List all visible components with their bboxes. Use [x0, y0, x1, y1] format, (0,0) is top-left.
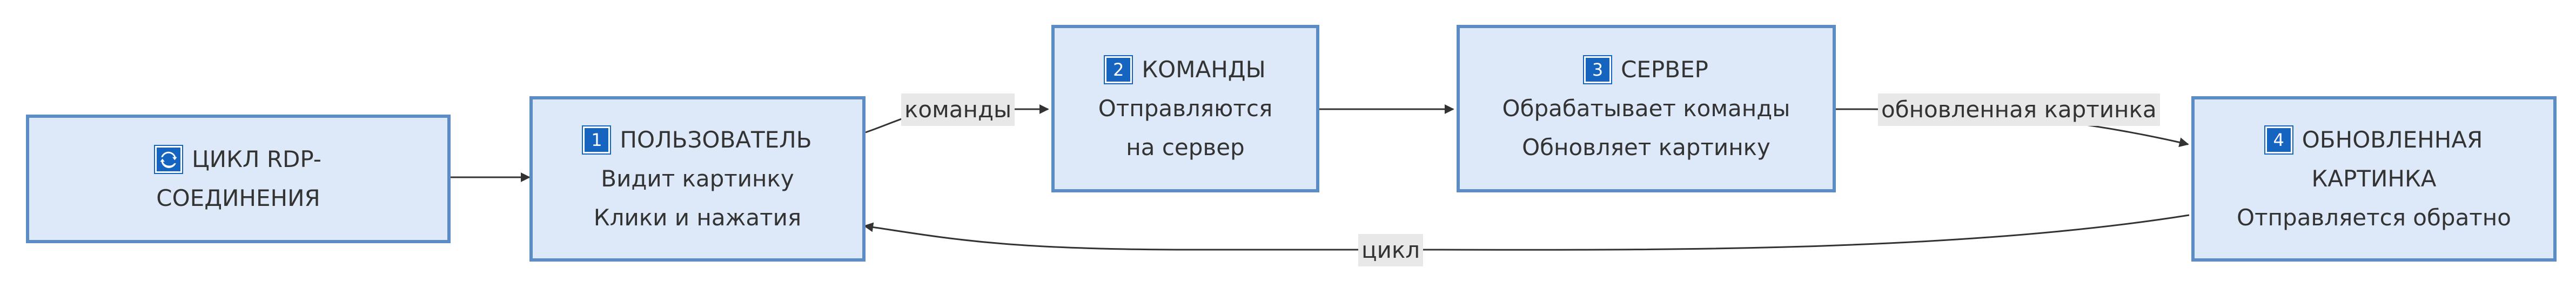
edge-picture-to-user [863, 214, 2190, 251]
cycle-arrows-icon [154, 145, 184, 174]
edge-label-updated-picture: обновленная картинка [1878, 93, 2160, 126]
edge-label-cycle: цикл [1358, 234, 1424, 266]
node-updated-picture-line1: Отправляется обратно [2237, 204, 2511, 231]
node-server-line1: Обрабатывает команды [1502, 95, 1790, 122]
node-server-title: 3 СЕРВЕР [1583, 50, 1708, 89]
number-badge-4: 4 [2264, 125, 2293, 155]
node-user-line2: Клики и нажатия [593, 204, 802, 231]
node-commands-line2: на сервер [1126, 134, 1245, 161]
node-user-title: 1 ПОЛЬЗОВАТЕЛЬ [582, 121, 812, 159]
number-badge-3: 3 [1583, 55, 1613, 84]
edge-label-commands: команды [901, 93, 1015, 126]
node-updated-picture: 4 ОБНОВЛЕННАЯ КАРТИНКА Отправляется обра… [2191, 96, 2557, 262]
node-user-title-text: ПОЛЬЗОВАТЕЛЬ [620, 126, 812, 153]
node-user: 1 ПОЛЬЗОВАТЕЛЬ Видит картинку Клики и на… [529, 96, 866, 262]
node-commands-title: 2 КОМАНДЫ [1104, 50, 1266, 89]
node-server-title-text: СЕРВЕР [1621, 56, 1708, 83]
node-server: 3 СЕРВЕР Обрабатывает команды Обновляет … [1457, 25, 1836, 192]
node-rdp-cycle-title-line1: ЦИКЛ RDP- [192, 146, 321, 172]
node-rdp-cycle-title: ЦИКЛ RDP- [154, 140, 321, 179]
node-updated-picture-title-line2: КАРТИНКА [2311, 165, 2437, 192]
node-commands: 2 КОМАНДЫ Отправляются на сервер [1051, 25, 1319, 192]
node-server-line2: Обновляет картинку [1522, 134, 1770, 161]
node-updated-picture-title-line1: ОБНОВЛЕННАЯ [2302, 126, 2483, 153]
node-commands-line1: Отправляются [1098, 95, 1273, 122]
node-updated-picture-title: 4 ОБНОВЛЕННАЯ [2264, 121, 2483, 159]
node-commands-title-text: КОМАНДЫ [1142, 56, 1266, 83]
number-badge-1: 1 [582, 125, 612, 155]
node-rdp-cycle: ЦИКЛ RDP- СОЕДИНЕНИЯ [26, 115, 451, 243]
number-badge-2: 2 [1104, 55, 1133, 84]
node-rdp-cycle-title-line2: СОЕДИНЕНИЯ [156, 185, 320, 211]
node-user-line1: Видит картинку [601, 165, 794, 192]
